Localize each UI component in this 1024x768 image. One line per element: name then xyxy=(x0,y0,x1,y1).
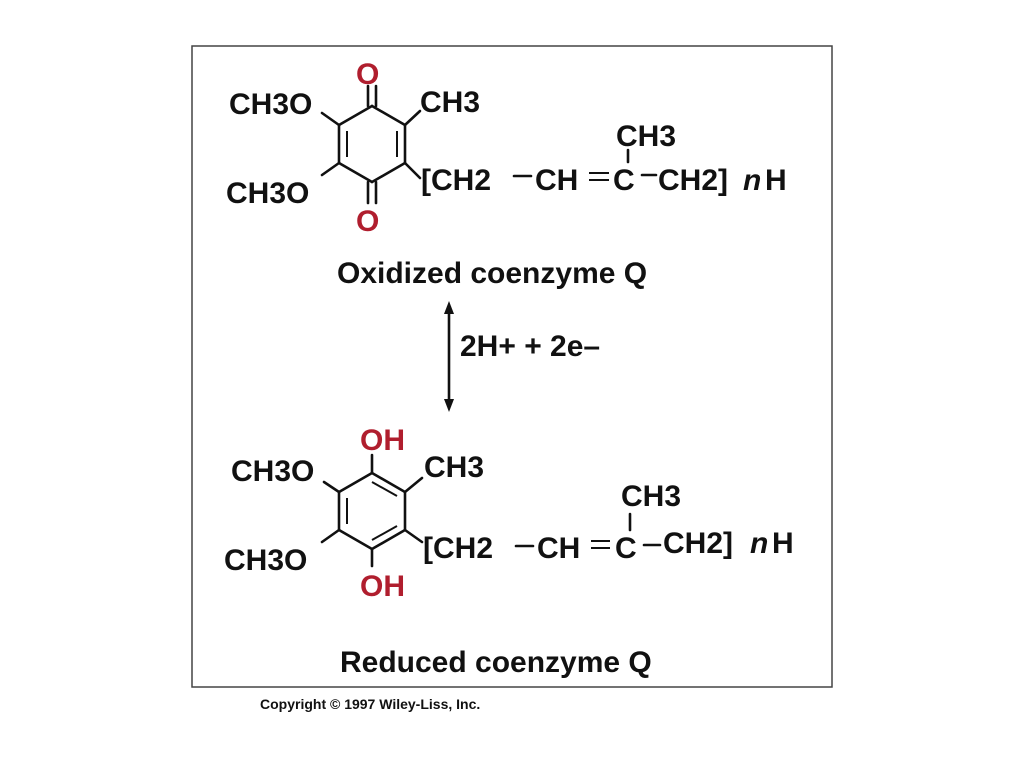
ox-chain-ch2: [CH2 xyxy=(421,164,491,197)
ox-chain-ch: CH xyxy=(535,164,578,197)
ox-branch-methyl: CH3 xyxy=(616,120,676,153)
copyright-text: Copyright © 1997 Wiley-Liss, Inc. xyxy=(260,696,480,712)
ox-methoxy-1: CH3O xyxy=(229,88,312,121)
oxidized-caption: Oxidized coenzyme Q xyxy=(337,257,647,290)
red-methoxy-2: CH3O xyxy=(224,544,307,577)
ox-substituent-bond xyxy=(320,161,341,177)
red-chain-ch2-end: CH2] xyxy=(663,527,733,560)
oxidized-structure: O O CH3O CH3O CH3 [CH2 CH C CH2] n H CH3 xyxy=(226,58,787,238)
red-substituent-bond xyxy=(320,528,341,544)
red-substituent-bond xyxy=(403,528,424,544)
ox-ring-bond xyxy=(370,104,407,127)
diagram-frame xyxy=(191,45,833,688)
arrow-head-up xyxy=(444,301,454,314)
red-ring-double-bond xyxy=(371,525,398,541)
red-chain-ch: CH xyxy=(537,532,580,565)
red-ring-double-bond xyxy=(371,481,398,497)
reduced-structure: OH OH CH3O CH3O CH3 [CH2 CH C CH2] n H C… xyxy=(224,424,794,603)
arrow-head-down xyxy=(444,399,454,412)
ox-substituent-bond xyxy=(320,111,341,127)
red-chain-c: C xyxy=(615,532,637,565)
ox-ring-bond xyxy=(370,161,407,184)
red-methoxy-1: CH3O xyxy=(231,455,314,488)
red-chain-h: H xyxy=(772,527,794,560)
ox-chain-ch2-end: CH2] xyxy=(658,164,728,197)
red-hydroxyl-bottom: OH xyxy=(360,570,405,603)
red-chain-n: n xyxy=(750,527,768,560)
ox-substituent-bond xyxy=(403,109,422,127)
reaction-arrow xyxy=(444,301,454,412)
ox-ring-bond xyxy=(337,161,374,184)
red-ring-bond xyxy=(370,528,407,551)
ox-methyl: CH3 xyxy=(420,86,480,119)
reaction-label: 2H+ + 2e– xyxy=(460,330,600,363)
red-branch-methyl: CH3 xyxy=(621,480,681,513)
red-ring-bond xyxy=(370,471,407,494)
ox-carbonyl-oxygen-bottom: O xyxy=(356,205,379,238)
ox-methoxy-2: CH3O xyxy=(226,177,309,210)
ox-chain-h: H xyxy=(765,164,787,197)
ox-carbonyl-oxygen-top: O xyxy=(356,58,379,91)
ox-ring-bond xyxy=(337,104,374,127)
ox-substituent-bond xyxy=(403,161,422,180)
ox-chain-n: n xyxy=(743,164,761,197)
reduced-caption: Reduced coenzyme Q xyxy=(340,646,652,679)
red-methyl: CH3 xyxy=(424,451,484,484)
red-chain-ch2: [CH2 xyxy=(423,532,493,565)
red-ring-bond xyxy=(337,528,374,551)
red-ring-bond xyxy=(337,471,374,494)
red-substituent-bond xyxy=(403,476,424,494)
red-substituent-bond xyxy=(322,480,341,494)
red-hydroxyl-top: OH xyxy=(360,424,405,457)
ox-chain-c: C xyxy=(613,164,635,197)
